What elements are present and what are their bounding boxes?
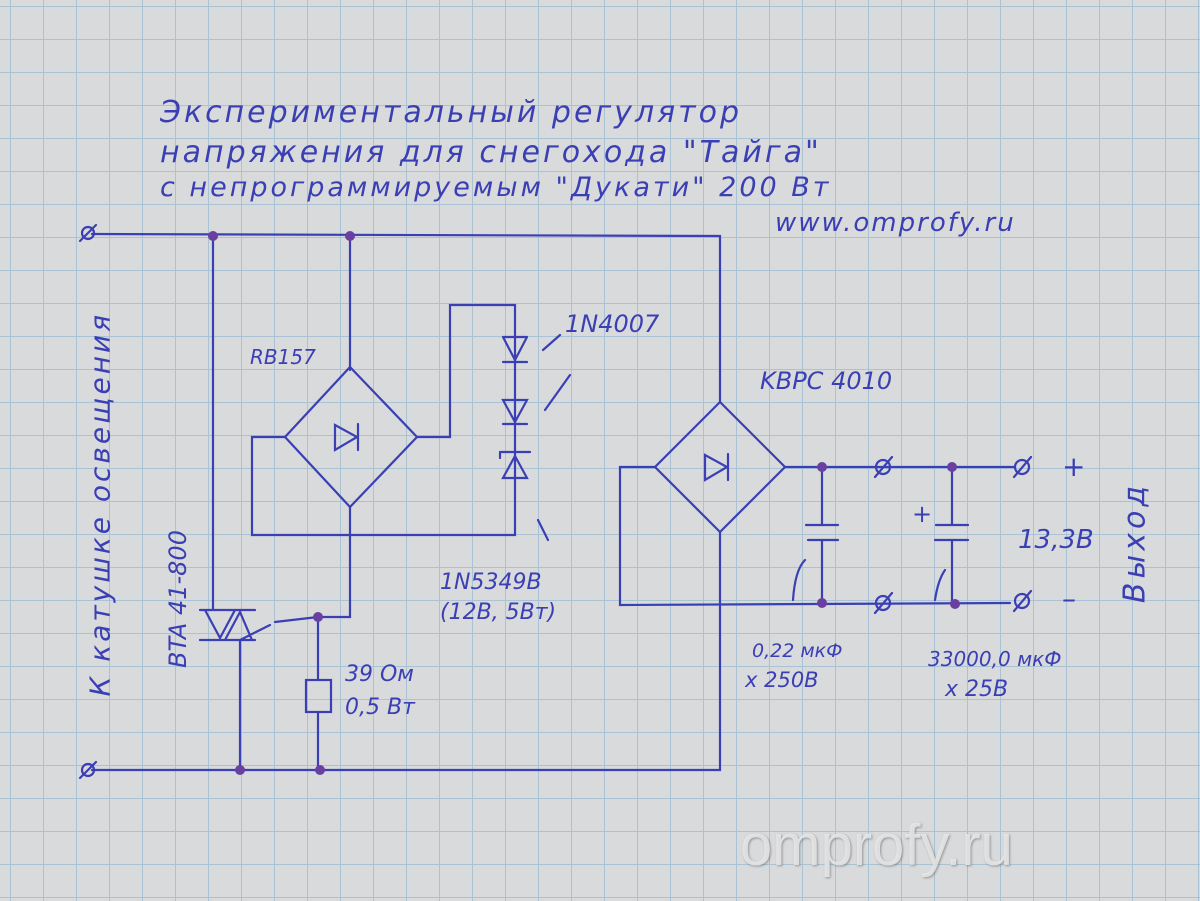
diode-stack-symbol <box>498 328 572 542</box>
title-line-2: напряжения для снегохода "Тайга" <box>160 135 822 170</box>
output-voltage: 13,3В <box>1018 525 1094 555</box>
output-minus: – <box>1062 582 1076 615</box>
watermark: omprofy.ru <box>740 813 1013 878</box>
output-plus: + <box>1062 450 1086 483</box>
bridge-kbpc4010-symbol <box>653 400 787 534</box>
wires <box>90 232 1017 772</box>
resistor-power: 0,5 Вт <box>345 695 415 720</box>
resistor-symbol <box>304 678 333 714</box>
cap2-value: 33000,0 мкФ <box>928 647 1062 671</box>
bridge-rb157-symbol <box>283 365 419 509</box>
cap2-voltage: х 25В <box>945 677 1009 702</box>
resistor-value: 39 Ом <box>345 662 414 687</box>
terminals[interactable] <box>78 223 1033 780</box>
input-label: К катушке освещения <box>83 311 117 697</box>
output-label: Выход <box>1117 481 1153 604</box>
website-url: www.omprofy.ru <box>775 208 1016 238</box>
junction-dots <box>208 231 960 775</box>
cap1-value: 0,22 мкФ <box>752 640 843 662</box>
diode-label: 1N4007 <box>565 310 660 338</box>
cap2-polarity: + <box>912 500 933 528</box>
title-line-1: Экспериментальный регулятор <box>160 95 743 130</box>
triac-symbol <box>198 608 272 642</box>
bridge-kbpc4010-label: KBPC 4010 <box>760 367 893 395</box>
triac-label: BTA 41-800 <box>164 530 192 668</box>
capacitor-symbols <box>791 523 970 602</box>
zener-label: 1N5349B <box>440 570 542 595</box>
bridge-rb157-label: RB157 <box>250 345 316 369</box>
title-line-3: с непрограммируемым "Дукати" 200 Вт <box>160 172 832 203</box>
cap1-voltage: х 250В <box>745 668 819 692</box>
zener-spec: (12В, 5Вт) <box>440 600 557 625</box>
